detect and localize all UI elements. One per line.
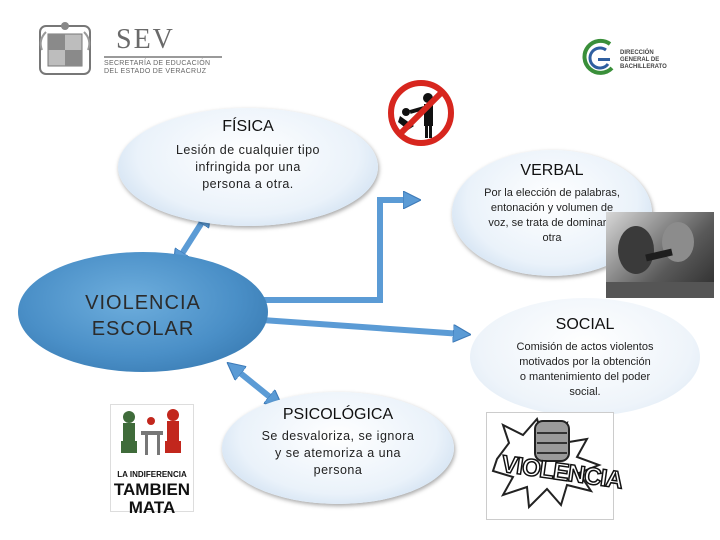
node-psicologica-title: PSICOLÓGICA bbox=[282, 406, 394, 423]
indiferencia-line1: LA INDIFERENCIA bbox=[117, 470, 187, 479]
node-psicologica-desc-line3: persona bbox=[313, 463, 363, 477]
node-verbal-title: VERBAL bbox=[520, 162, 584, 179]
no-violence-sign-icon bbox=[388, 80, 454, 146]
indiferencia-line3: MATA bbox=[128, 498, 176, 517]
node-social-desc-line2: motivados por la obtención bbox=[519, 356, 651, 368]
sev-subtitle-line1: SECRETARÍA DE EDUCACIÓN bbox=[104, 60, 211, 67]
dgb-line2: GENERAL DE bbox=[620, 57, 660, 63]
node-social-desc-line3: o mantenimiento del poder bbox=[519, 371, 651, 383]
veracruz-crest-icon bbox=[39, 22, 91, 75]
node-psicologica-desc-line2: y se atemoriza a una bbox=[274, 446, 402, 460]
node-social-desc-line1: Comisión de actos violentos bbox=[516, 341, 654, 353]
node-violencia-escolar: VIOLENCIA ESCOLAR bbox=[18, 252, 268, 372]
indiferencia-poster: LA INDIFERENCIA TAMBIEN MATA bbox=[110, 404, 194, 517]
sev-title: SEV bbox=[116, 24, 175, 55]
node-social-title: SOCIAL bbox=[555, 316, 615, 333]
node-verbal-desc-line2: entonación y volumen de bbox=[490, 202, 614, 214]
node-fisica-desc-line1: Lesión de cualquier tipo bbox=[175, 143, 321, 157]
node-fisica-desc-line2: infringida por una bbox=[195, 160, 301, 174]
sev-subtitle: SECRETARÍA DE EDUCACIÓN DEL ESTADO DE VE… bbox=[104, 60, 244, 76]
indiferencia-line2: TAMBIEN bbox=[113, 480, 191, 499]
dgb-logo-icon bbox=[582, 38, 614, 75]
node-verbal-desc-line3: voz, se trata de dominar a bbox=[488, 217, 616, 229]
fist-illustration bbox=[491, 417, 602, 510]
dgb-line3: BACHILLERATO bbox=[620, 64, 667, 70]
indiferencia-figures bbox=[121, 409, 181, 455]
node-verbal-desc-line4: otra bbox=[542, 232, 562, 244]
arrow-psicologica bbox=[234, 368, 276, 402]
center-line1: VIOLENCIA bbox=[85, 292, 201, 314]
node-verbal-desc-line1: Por la elección de palabras, bbox=[484, 187, 620, 199]
arrow-verbal bbox=[260, 200, 412, 303]
node-social: SOCIAL Comisión de actos violentos motiv… bbox=[470, 298, 700, 416]
center-line2: ESCOLAR bbox=[91, 318, 195, 340]
node-fisica-desc-line3: persona a otra. bbox=[202, 177, 294, 191]
node-psicologica: PSICOLÓGICA Se desvaloriza, se ignora y … bbox=[222, 392, 454, 504]
verbal-photo-figures bbox=[606, 222, 714, 298]
node-fisica-title: FÍSICA bbox=[222, 118, 274, 135]
node-social-desc-line4: social. bbox=[569, 386, 601, 398]
verbal-photo bbox=[606, 212, 714, 298]
sev-subtitle-line2: DEL ESTADO DE VERACRUZ bbox=[104, 68, 207, 75]
node-fisica: FÍSICA Lesión de cualquier tipo infringi… bbox=[118, 108, 378, 226]
arrow-social bbox=[261, 317, 462, 334]
violencia-fist-image: VIOLENCIA bbox=[486, 412, 625, 520]
sev-divider bbox=[104, 56, 222, 58]
dgb-line1: DIRECCIÓN bbox=[620, 50, 654, 56]
arrow-fisica bbox=[178, 216, 206, 260]
dgb-text: DIRECCIÓN GENERAL DE BACHILLERATO bbox=[620, 50, 692, 71]
node-psicologica-desc-line1: Se desvaloriza, se ignora bbox=[261, 429, 415, 443]
